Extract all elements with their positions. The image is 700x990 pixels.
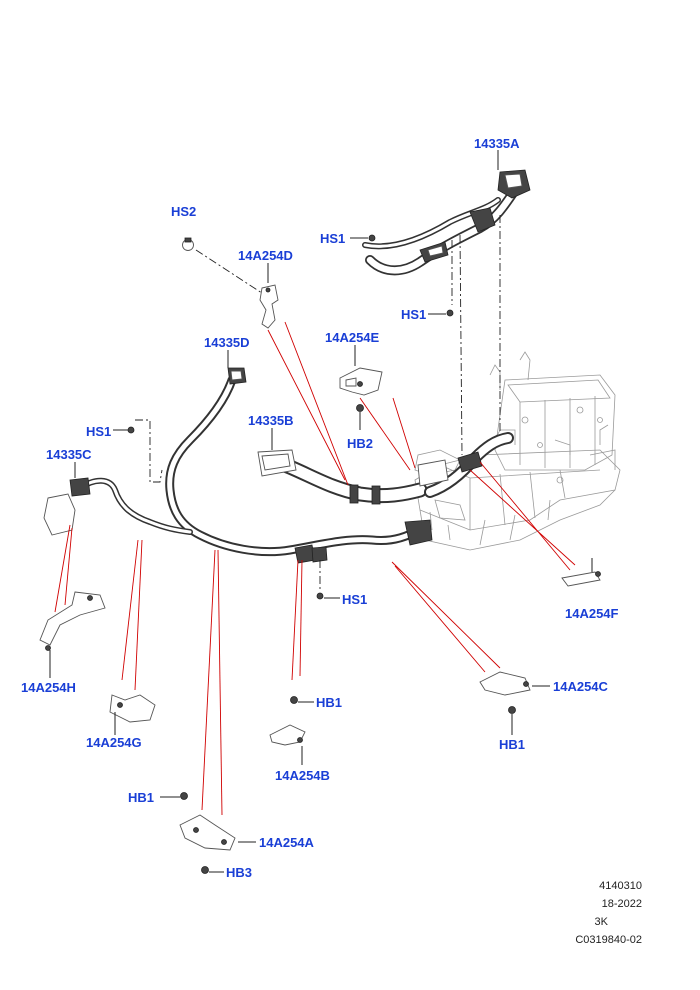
bolt-hb1-left <box>180 792 188 800</box>
bolt-hs1-left <box>127 426 135 434</box>
label-14A254G: 14A254G <box>86 735 142 750</box>
label-hs1-bottom: HS1 <box>342 592 368 607</box>
bracket-14A254D <box>259 284 279 329</box>
label-hb1-center: HB1 <box>316 695 343 710</box>
label-14A254E: 14A254E <box>325 330 380 345</box>
label-14A254A: 14A254A <box>259 835 314 850</box>
bracket-14A254G <box>109 694 156 723</box>
bracket-14A254E <box>339 367 383 396</box>
edu-connector <box>417 432 514 498</box>
bolt-hb1-right <box>508 706 516 714</box>
label-hs1-top: HS1 <box>320 231 346 246</box>
drive-unit-outline <box>414 351 621 551</box>
harness-14335A <box>362 169 531 276</box>
meta-date: 18-2022 <box>601 898 642 910</box>
label-14A254H: 14A254H <box>21 680 76 695</box>
label-14335A: 14335A <box>474 136 520 151</box>
label-hb3: HB3 <box>226 865 253 880</box>
dash-hs1-left <box>135 419 163 483</box>
dash-hs2 <box>195 249 266 296</box>
bolt-hb1-center <box>290 696 298 704</box>
label-hs2: HS2 <box>171 204 197 219</box>
bracket-14A254B <box>269 724 306 746</box>
label-14A254F: 14A254F <box>565 606 619 621</box>
label-hb1-right: HB1 <box>499 737 526 752</box>
label-hs1-mid: HS1 <box>401 307 427 322</box>
bracket-14A254A <box>179 814 236 851</box>
dash-14335A-a <box>459 234 463 456</box>
label-14335D: 14335D <box>204 335 250 350</box>
label-14A254D: 14A254D <box>238 248 293 263</box>
meta-ref: C0319840-02 <box>575 934 642 946</box>
leader-lines <box>54 321 576 816</box>
meta-rev: 3K <box>594 916 608 928</box>
bracket-14A254C <box>479 671 531 696</box>
bracket-14A254F <box>561 571 601 587</box>
label-14A254B: 14A254B <box>275 768 330 783</box>
bolt-hb2 <box>356 404 364 412</box>
harness-14335D <box>165 367 433 564</box>
bolt-hs1-bottom <box>316 592 324 600</box>
harness-14335C <box>43 477 193 536</box>
bolt-hb3 <box>201 866 209 874</box>
bracket-14A254H <box>39 591 106 651</box>
label-14335C: 14335C <box>46 447 92 462</box>
bolt-hs1-mid <box>446 309 454 317</box>
harness-14335B <box>257 449 428 505</box>
label-14335B: 14335B <box>248 413 294 428</box>
bolt-hs1-top <box>368 234 376 242</box>
label-14A254C: 14A254C <box>553 679 608 694</box>
bolt-hs2 <box>182 237 194 251</box>
meta-code: 4140310 <box>599 880 642 892</box>
label-hb1-left: HB1 <box>128 790 155 805</box>
label-hb2: HB2 <box>347 436 374 451</box>
label-hs1-left: HS1 <box>86 424 112 439</box>
